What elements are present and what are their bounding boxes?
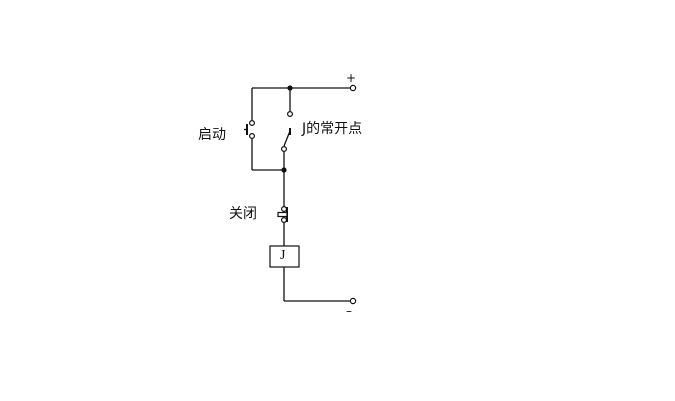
start-button-symbol bbox=[244, 119, 256, 140]
positive-terminal bbox=[349, 84, 357, 92]
stop-button-symbol bbox=[277, 206, 288, 224]
relay-coil-box bbox=[269, 245, 300, 268]
relay-no-contact-symbol bbox=[281, 110, 294, 153]
stop-button-label: 关闭 bbox=[229, 206, 257, 222]
start-button-label: 启动 bbox=[198, 127, 226, 143]
relay-coil-label: J bbox=[280, 248, 286, 263]
bottom-junction-dot bbox=[281, 167, 287, 173]
relay-contact-label: J的常开点 bbox=[302, 121, 363, 137]
positive-terminal-label: + bbox=[346, 71, 357, 85]
negative-terminal bbox=[349, 297, 357, 305]
top-junction-dot bbox=[287, 85, 293, 91]
negative-terminal-label: – bbox=[346, 304, 352, 318]
